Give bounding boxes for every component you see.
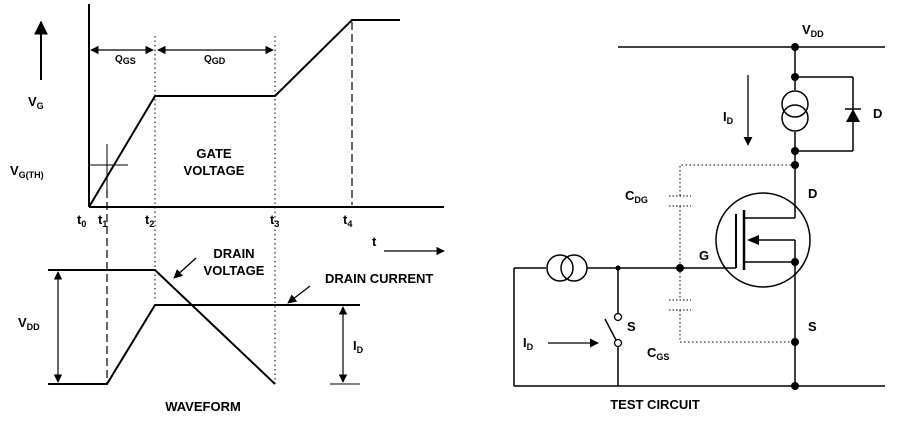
node-source-body [791,258,799,266]
switch-blade [604,318,617,341]
switch-contact-bottom [613,338,623,348]
waveform-panel [34,4,445,385]
node-cgs [791,338,799,346]
cdg-dotted-path [679,164,795,196]
cgs-label: CGS [647,345,669,362]
id-left-label: ID [523,335,534,352]
vgth-label: VG(TH) [10,163,44,180]
vdd-circuit-label: VDD [802,22,824,39]
node-cdg [791,161,799,169]
node-diode-bottom [791,147,799,155]
circuit-panel [513,46,885,387]
time-axis-label: t [372,234,377,249]
cgs-dotted-path [679,310,795,343]
mosfet-arrow [747,235,759,245]
node-switch-top [615,265,621,271]
id-wave-label: ID [353,338,364,355]
drain-voltage-label-1: DRAIN [213,246,254,261]
vdd-wave-label: VDD [18,315,40,332]
qgd-label: QGD [204,54,226,66]
t0-label: t0 [77,212,86,229]
t3-label: t3 [270,212,279,229]
id-top-label: ID [723,109,734,126]
drain-current-label: DRAIN CURRENT [325,271,433,286]
test-circuit-caption: TEST CIRCUIT [610,397,700,412]
drain-current-pointer [287,285,311,304]
source-label: S [808,319,817,334]
node-gate [676,264,684,272]
circuit-labels: VDD ID D CDG D G S S ID CGS TEST CIRCUIT [523,22,882,412]
qgs-label: QGS [115,54,136,66]
current-source-left-a [546,254,574,282]
switch-contact-top [613,312,623,322]
drain-voltage-pointer [173,257,197,279]
current-source-top-a [781,90,809,118]
current-source-left-b [560,254,588,282]
gate-label: G [699,248,709,263]
gate-voltage-label-1: GATE [196,146,231,161]
vg-label: VG [28,94,44,111]
drain-label: D [808,186,817,201]
switch-label: S [627,319,636,334]
current-source-top-b [781,104,809,132]
node-ground-drain [791,382,799,390]
gate-voltage-curve [88,19,400,208]
drain-voltage-curve [48,269,276,385]
circuit-nodes [615,43,799,390]
diode-symbol [846,109,860,122]
node-diode-top [791,73,799,81]
diode-label: D [873,106,882,121]
gate-voltage-label-2: VOLTAGE [184,163,245,178]
node-vdd [791,43,799,51]
t1-label: t1 [98,212,107,229]
t2-label: t2 [145,212,154,229]
t4-label: t4 [343,212,352,229]
mosfet-body [715,192,811,288]
drain-voltage-label-2: VOLTAGE [204,263,265,278]
cdg-label: CDG [625,188,648,205]
waveform-labels: VG VG(TH) QGS QGD GATE VOLTAGE t0 t1 t2 … [10,54,433,414]
drain-current-curve [48,304,360,385]
waveform-caption: WAVEFORM [165,399,241,414]
